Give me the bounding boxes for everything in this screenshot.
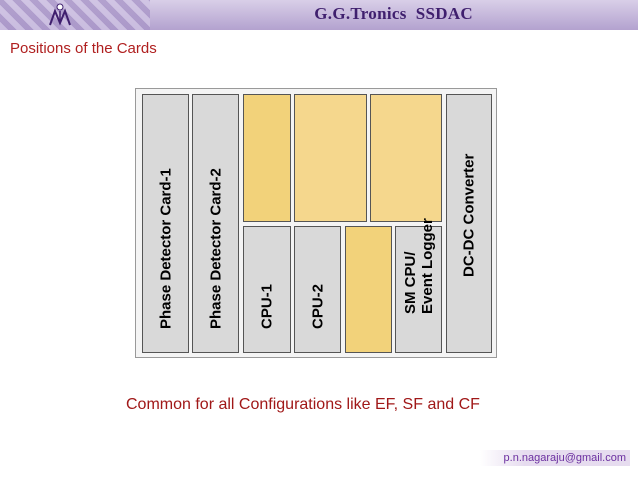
company-logo-icon: [49, 3, 71, 26]
author-email: p.n.nagaraju@gmail.com: [479, 450, 630, 466]
card-dc-dc-converter: DC-DC Converter: [446, 94, 492, 353]
card-sm-cpu-event-logger: SM CPU/ Event Logger: [395, 218, 442, 353]
slide-caption: Common for all Configurations like EF, S…: [126, 396, 480, 413]
card-slot-top-3: [370, 94, 442, 222]
header-bar: G.G.Tronics SSDAC: [0, 0, 638, 30]
card-label: Phase Detector Card-1: [157, 168, 174, 329]
card-phase-detector-1: Phase Detector Card-1: [142, 94, 189, 353]
card-label: Phase Detector Card-2: [207, 168, 224, 329]
card-label: CPU-2: [309, 283, 326, 329]
card-label: SM CPU/ Event Logger: [401, 218, 436, 314]
slide-title: Positions of the Cards: [10, 40, 157, 57]
header-title: G.G.Tronics SSDAC: [314, 4, 473, 23]
card-slot-top-2: [294, 94, 367, 222]
card-slot-bottom: [345, 226, 392, 353]
card-cpu-1: CPU-1: [243, 226, 291, 353]
card-label: DC-DC Converter: [460, 153, 478, 277]
card-rack-frame: Phase Detector Card-1 Phase Detector Car…: [135, 88, 497, 358]
card-slot-top-1: [243, 94, 291, 222]
card-label: CPU-1: [258, 283, 276, 329]
card-cpu-2: CPU-2: [294, 226, 341, 353]
card-phase-detector-2: Phase Detector Card-2: [192, 94, 239, 353]
header-pattern: [0, 0, 150, 30]
